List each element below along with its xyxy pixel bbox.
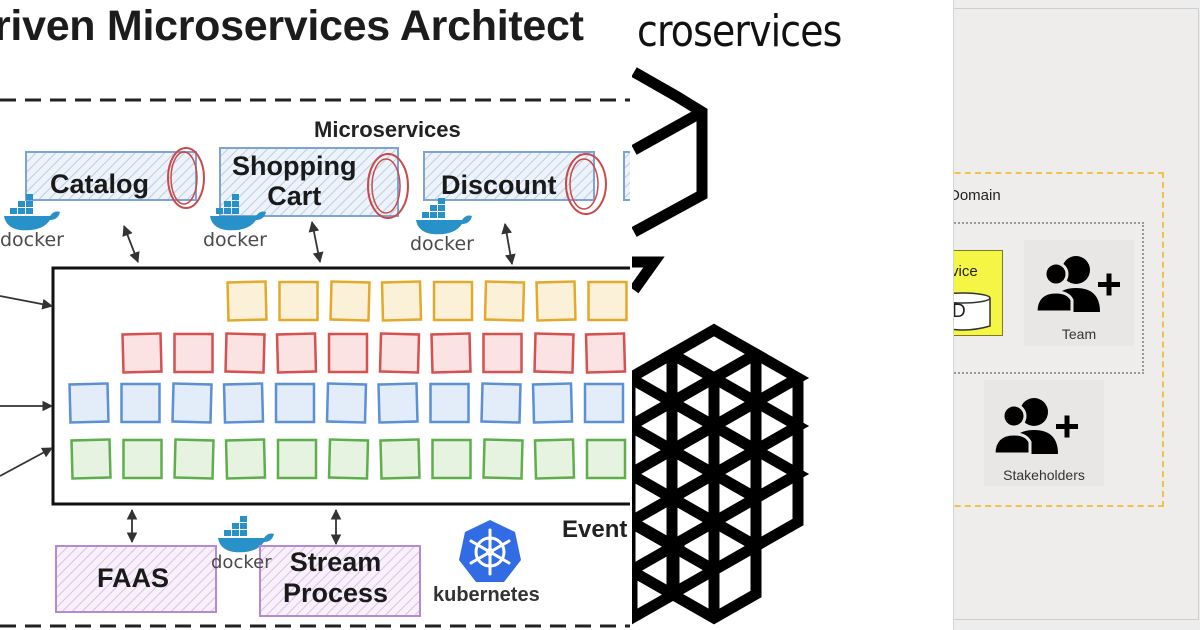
event-square [432,280,474,322]
event-square [224,438,267,480]
event-square [122,438,163,480]
stream-process-box [259,545,421,617]
microservices-section-label: Microservices [314,117,461,142]
docker-label: docker [203,229,267,251]
event-square [377,382,419,424]
event-square [483,280,526,322]
event-square [276,438,318,480]
event-square [224,332,266,374]
event-square [171,382,213,424]
docker-whale-icon [218,516,274,553]
event-square [429,382,470,424]
docker-label: docker [410,233,474,255]
event-square [430,332,472,374]
connector-arrow [501,222,516,266]
event-square [480,382,522,424]
team-boundary [954,222,1144,374]
domain-boundary [954,172,1164,507]
event-square [68,382,110,424]
cubes-icon [632,67,810,625]
event-square [378,332,421,374]
event-bus-label: Event [562,516,628,543]
kubernetes-label: kubernetes [433,584,540,606]
inbound-arrow [0,295,54,310]
event-square [587,280,628,322]
docker-whale-icon [210,194,266,231]
cube-edge [660,323,768,385]
event-square [583,382,625,424]
domain-team-panel: Domain rvice D Team Stakeholders [953,0,1200,630]
event-queue-rows [68,280,628,480]
microservices-heading: croservices [637,6,842,57]
event-square [222,382,265,424]
kubernetes-icon [459,520,521,582]
database-label: D [953,301,966,322]
docker-label: docker [0,229,64,251]
event-square [482,332,523,374]
connector-arrow [308,220,324,264]
partial-service-box [623,151,630,201]
cube-edge [632,546,680,625]
event-square [325,382,368,424]
event-square [533,438,576,480]
service-label: rvice [954,263,978,280]
event-square [535,280,577,322]
cube-edge [632,515,686,577]
event-square [584,332,627,374]
event-square [585,438,627,480]
event-square [275,332,318,374]
event-square [431,438,472,480]
docker-label: docker [211,552,272,573]
team-label: Team [1061,326,1097,342]
microservices-logo-panel: croservices [632,0,953,630]
event-square [531,382,574,424]
event-square [327,332,369,374]
diagram-title: riven Microservices Architect [0,2,584,50]
faas-label: FAAS [97,563,170,593]
event-square [329,280,371,322]
discount-service-label: Discount [441,170,557,200]
event-square [274,382,316,424]
event-square [482,438,524,480]
docker-whale-icon [416,198,472,235]
database-icon [954,292,991,331]
diagram-graphics [0,98,630,628]
shopping-cart-service-box [219,147,409,219]
faas-box [55,545,217,613]
add-stakeholder-icon [992,398,1078,456]
event-square [533,332,575,374]
catalog-service-box [25,147,205,209]
event-square [120,382,161,424]
stakeholders-label: Stakeholders [1003,467,1085,483]
event-square [327,438,370,480]
inbound-arrow [0,447,53,477]
docker-whale-icon [4,194,60,231]
discount-service-box [423,151,607,215]
event-square [278,280,319,322]
event-square [380,280,423,322]
event-square [121,332,163,374]
architecture-diagram-panel: riven Microservices Architect [0,2,630,628]
connector-arrow [122,224,140,264]
event-square [226,280,268,322]
shopping-cart-service-label: Shopping Cart [232,151,357,211]
event-square [173,438,215,480]
event-square [70,438,112,480]
catalog-service-label: Catalog [50,169,150,199]
event-square [379,438,421,480]
domain-label: Domain [953,187,1001,204]
stream-process-label: Stream Process [283,547,389,609]
event-square [173,332,214,374]
add-team-icon [1034,256,1120,314]
